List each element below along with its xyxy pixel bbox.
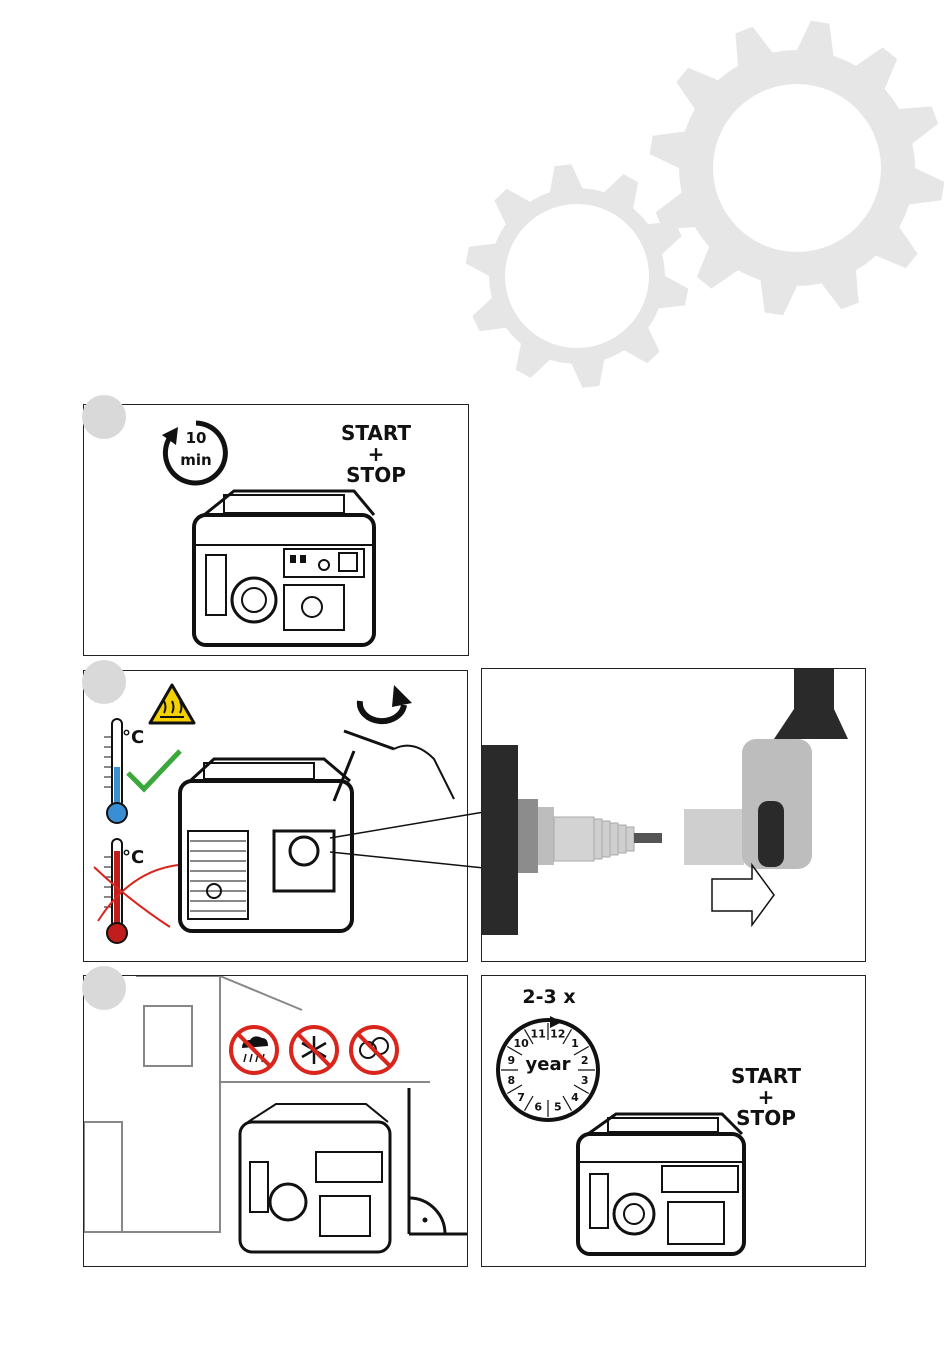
month-label: 1 [571, 1037, 579, 1050]
month-label: 10 [513, 1037, 529, 1050]
start-label-2: START [726, 1066, 806, 1087]
spark-plug-detail-icon [482, 669, 866, 962]
no-children-icon [348, 1024, 400, 1076]
panel-spark-plug-detail [481, 668, 866, 962]
month-label: 4 [571, 1091, 579, 1104]
month-label: 3 [581, 1074, 589, 1087]
frequency-label: 2-3 x [514, 988, 584, 1008]
month-label: 11 [531, 1027, 546, 1040]
month-label: 8 [507, 1074, 515, 1087]
room-outline-icon [84, 976, 468, 1267]
month-label: 6 [534, 1101, 542, 1114]
no-frost-icon [288, 1024, 340, 1076]
month-label: 9 [507, 1054, 515, 1067]
generator-icon-2 [572, 1110, 752, 1260]
year-label: year [518, 1056, 578, 1075]
no-rain-icon [228, 1024, 280, 1076]
month-label: 5 [554, 1101, 562, 1114]
month-label: 7 [517, 1091, 525, 1104]
panel-storage-conditions [83, 975, 468, 1267]
plus-label-2: + [726, 1087, 806, 1108]
month-label: 12 [550, 1027, 565, 1040]
month-label: 2 [581, 1054, 589, 1067]
step-badge-3 [82, 966, 126, 1010]
